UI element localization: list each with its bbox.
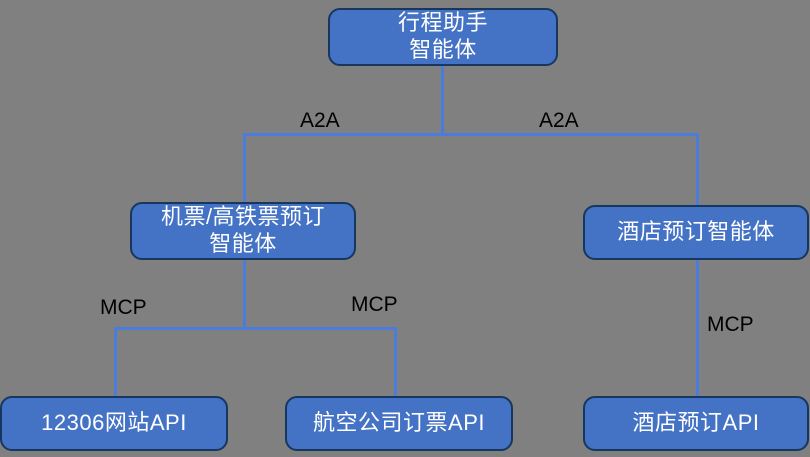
connector-to-hotel-agent xyxy=(696,133,699,205)
node-api-airline[interactable]: 航空公司订票API xyxy=(285,396,513,451)
edge-label-a2a-right: A2A xyxy=(539,109,579,132)
node-api-hotel[interactable]: 酒店预订API xyxy=(583,396,809,451)
connector-to-api-12306 xyxy=(114,327,117,396)
connector-root-stem xyxy=(441,66,444,136)
node-root-travel-assistant-agent[interactable]: 行程助手 智能体 xyxy=(328,8,558,66)
connector-to-api-hotel xyxy=(696,260,699,396)
connector-to-flight xyxy=(243,133,246,203)
connector-to-api-airline xyxy=(394,327,397,396)
node-flight-train-booking-agent[interactable]: 机票/高铁票预订 智能体 xyxy=(130,202,356,260)
edge-label-mcp-left: MCP xyxy=(100,296,147,319)
connector-flight-stem xyxy=(243,260,246,328)
node-hotel-booking-agent[interactable]: 酒店预订智能体 xyxy=(583,205,809,260)
connector-level2-bus xyxy=(114,327,397,330)
node-api-12306[interactable]: 12306网站API xyxy=(0,396,228,451)
edge-label-a2a-left: A2A xyxy=(300,109,340,132)
edge-label-mcp-right: MCP xyxy=(707,313,754,336)
connector-level1-bus xyxy=(243,133,699,136)
edge-label-mcp-middle: MCP xyxy=(351,293,398,316)
